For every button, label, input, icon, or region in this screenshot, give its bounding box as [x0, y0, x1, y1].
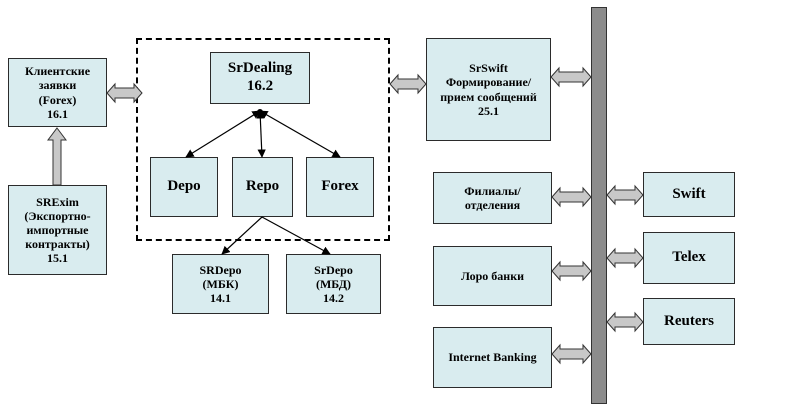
bus-swift-double-arrow	[606, 184, 644, 206]
srdepo-mbd-box: SrDepo (МБД) 14.2	[286, 254, 381, 314]
srdepo-mbd-line-2: (МБД)	[315, 276, 352, 291]
srdepo-mbk-line-3: 14.1	[210, 291, 231, 306]
srexim-line-1: SRExim	[36, 194, 79, 209]
srexim-line-5: 15.1	[47, 251, 68, 266]
forex-label: Forex	[321, 178, 359, 195]
loro-banks-box: Лоро банки	[433, 246, 552, 306]
forex-box: Forex	[306, 157, 374, 217]
srdepo-mbk-line-2: (МБК)	[202, 276, 239, 291]
internet-banking-box: Internet Banking	[433, 327, 552, 388]
client-orders-line-2: заявки	[38, 78, 77, 93]
dealing-depo-link	[185, 110, 261, 158]
branches-line-1: Филиалы/	[464, 183, 521, 198]
swift-label: Swift	[672, 185, 706, 202]
client-orders-line-4: 16.1	[47, 106, 68, 121]
bus-telex-double-arrow	[606, 247, 644, 269]
dealing-repo-link	[256, 110, 266, 158]
branches-bus-double-arrow	[551, 186, 592, 208]
srdealing-box: SrDealing 16.2	[210, 52, 310, 104]
loro-bus-double-arrow	[551, 260, 592, 282]
srdealing-line-2: 16.2	[246, 78, 274, 94]
srdepo-mbd-line-3: 14.2	[323, 291, 344, 306]
reuters-box: Reuters	[643, 298, 735, 345]
srdepo-mbd-line-1: SrDepo	[314, 262, 353, 277]
client-orders-line-3: (Forex)	[38, 92, 77, 107]
repo-label: Repo	[245, 178, 280, 195]
dealing-forex-link	[259, 110, 341, 158]
dealing-srswift-double-arrow	[389, 73, 427, 95]
srexim-to-client-orders-arrow	[47, 127, 67, 186]
branches-line-2: отделения	[464, 198, 521, 212]
branches-box: Филиалы/ отделения	[433, 172, 552, 224]
internet-banking-label: Internet Banking	[448, 350, 537, 365]
srdealing-line-1: SrDealing	[227, 60, 293, 77]
srdepo-mbk-box: SRDepo (МБК) 14.1	[172, 254, 269, 314]
internet-banking-bus-double-arrow	[551, 343, 592, 365]
client-orders-line-1: Клиентские	[24, 64, 91, 79]
srdealing-group-frame	[136, 38, 390, 241]
srexim-box: SRExim (Экспортно- импортные контракты) …	[8, 185, 107, 275]
srswift-line-3: прием сообщений	[440, 89, 537, 104]
srswift-box: SrSwift Формирование/ прием сообщений 25…	[426, 38, 551, 141]
srswift-line-1: SrSwift	[469, 61, 508, 76]
loro-banks-label: Лоро банки	[460, 268, 525, 283]
client-orders-box: Клиентские заявки (Forex) 16.1	[8, 58, 107, 127]
depo-box: Depo	[150, 157, 218, 217]
repo-srdepo-mbd-link	[261, 216, 331, 255]
telex-label: Telex	[672, 249, 706, 266]
client-orders-dealing-double-arrow	[106, 82, 143, 104]
telex-box: Telex	[643, 232, 735, 284]
reuters-label: Reuters	[664, 312, 714, 329]
srdepo-mbk-line-1: SRDepo	[199, 262, 242, 277]
srswift-line-2: Формирование/	[445, 75, 532, 90]
srexim-line-4: контракты)	[25, 237, 90, 252]
srswift-line-4: 25.1	[478, 103, 499, 118]
swift-box: Swift	[643, 172, 735, 217]
dealing-hub-dot	[257, 109, 263, 115]
depo-label: Depo	[167, 178, 201, 195]
srswift-bus-double-arrow	[550, 66, 592, 88]
bus-reuters-double-arrow	[606, 311, 644, 333]
srexim-line-2: (Экспортно-	[24, 208, 91, 223]
srexim-line-3: импортные	[26, 222, 89, 237]
repo-srdepo-mbk-link	[221, 216, 263, 255]
